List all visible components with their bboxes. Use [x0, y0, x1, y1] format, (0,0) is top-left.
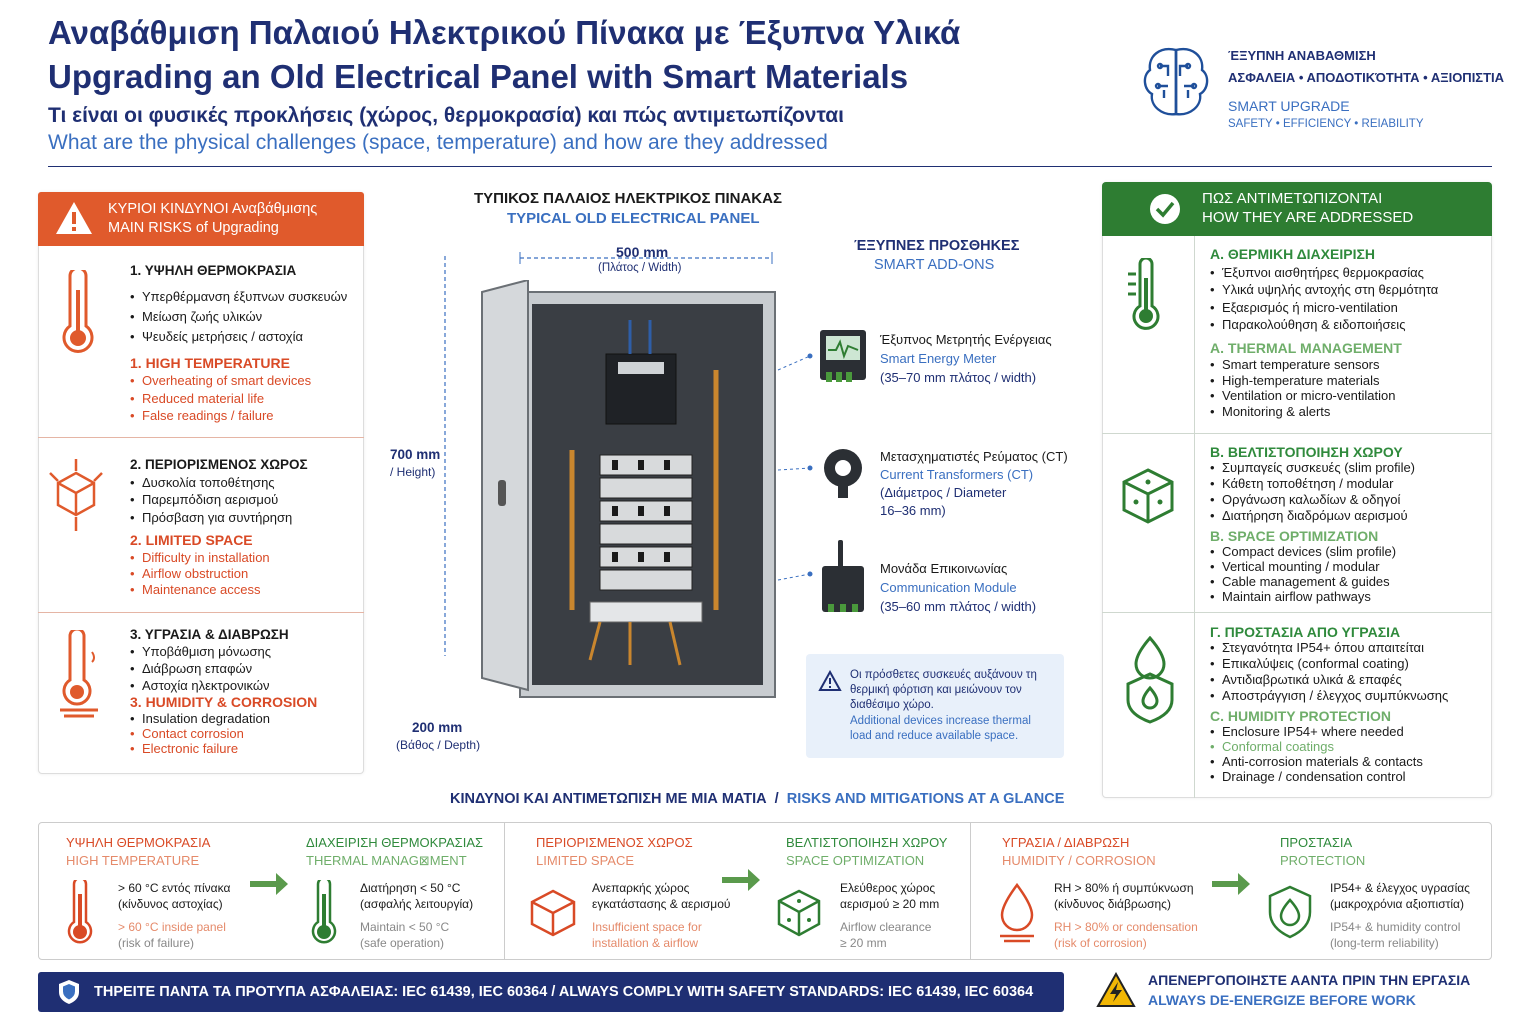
warning-icon — [56, 202, 92, 234]
addons-title-english: SMART ADD-ONS — [874, 257, 995, 273]
glance-thermal-mgmt-text: Διατήρηση < 50 °C(ασφαλής λειτουργία)Mai… — [360, 881, 474, 950]
electrical-panel-drawing — [481, 280, 776, 698]
width-dimension-line — [519, 252, 773, 264]
page-subtitle-english: What are the physical challenges (space,… — [48, 131, 828, 154]
risks-header: ΚΥΡΙΟΙ ΚΙΝΔΥΝΟΙ Αναβάθμισης MAIN RISKS o… — [38, 192, 364, 246]
depth-sub-label: (Βάθος / Depth) — [396, 738, 481, 752]
energy-meter-icon — [820, 330, 866, 382]
risks-title-english: MAIN RISKS of Upgrading — [108, 220, 279, 236]
solutions-title-greek: ΠΩΣ ΑΝΤΙΜΕΤΩΠΙΖΟΝΤΑΙ — [1202, 190, 1383, 207]
safety-standards-text: ΤΗΡΕΙΤΕ ΠΑΝΤΑ ΤΑ ΠΡΟΤΥΠΑ ΑΣΦΑΛΕΙΑΣ: IEC … — [94, 984, 1034, 1000]
logo-line-4: SAFETY • EFFICIENCY • REIABILITY — [1228, 118, 1424, 130]
header-divider — [48, 166, 1492, 167]
width-sub-label: (Πλάτος / Width) — [598, 262, 682, 274]
arrow-right-icon — [1212, 873, 1250, 895]
cube-icon — [530, 889, 576, 937]
solutions-title-english: HOW THEY ARE ADDRESSED — [1202, 209, 1414, 226]
addons-note-greek: Οι πρόσθετες συσκευές αυξάνουν τη θερμικ… — [850, 669, 1037, 711]
risk-limited-space: 2. ΠΕΡΙΟΡΙΣΜΕΝΟΣ ΧΩΡΟΣ Δυσκολία τοποθέτη… — [130, 456, 360, 598]
glance-high-temp-text: > 60 °C εντός πίνακα(κίνδυνος αστοχίας)>… — [118, 881, 231, 950]
depth-label: 200 mm — [412, 720, 463, 735]
page-title-greek: Αναβάθμιση Παλαιού Ηλεκτρικού Πίνακα με … — [48, 14, 961, 51]
solution-humidity: Γ. ΠΡΟΣΤΑΣΙΑ ΑΠΟ ΥΓΡΑΣΙΑ Στεγανότητα IP5… — [1210, 624, 1490, 784]
thermometer-icon — [311, 880, 337, 944]
water-drop-icon — [1000, 882, 1034, 943]
thermometer-icon — [1128, 258, 1160, 330]
addon-current-transformers: Μετασχηματιστές Ρεύματος (CT)Current Tra… — [880, 449, 1068, 518]
panel-title-english: TYPICAL OLD ELECTRICAL PANEL — [507, 210, 760, 227]
addon-pointer-lines — [777, 353, 813, 581]
glance-title: ΚΙΝΔΥΝΟΙ ΚΑΙ ΑΝΤΙΜΕΤΩΠΙΣΗ ΜΕ ΜΙΑ ΜΑΤΙΑ /… — [450, 791, 1065, 807]
water-drop-shield-icon — [1126, 636, 1174, 724]
brain-circuit-icon — [1140, 42, 1212, 130]
caution-icon — [818, 670, 842, 691]
high-voltage-icon — [1096, 972, 1136, 1007]
de-energize-warning-greek: ΑΠΕΝΕΡΓΟΠΟΙΗΣΤΕ ΑΑΝΤΑ ΠΡΙΝ ΤΗΝ ΕΡΓΑΣΙΑ — [1148, 972, 1471, 988]
solutions-header: ΠΩΣ ΑΝΤΙΜΕΤΩΠΙΖΟΝΤΑΙ HOW THEY ARE ADDRES… — [1102, 182, 1492, 236]
solution-space: Β. ΒΕΛΤΙΣΤΟΠΟΙΗΣΗ ΧΩΡΟΥ Συμπαγείς συσκευ… — [1210, 444, 1490, 604]
glance-box — [38, 822, 1492, 960]
shield-icon — [59, 980, 79, 1004]
logo-line-2: ΑΣΦΑΛΕΙΑ • ΑΠΟΔΟΤΙΚΌΤΗΤΑ • ΑΞΙΟΠΙΣΤΙΑ — [1228, 70, 1505, 85]
logo-line-1: ΈΞΥΠΝΗ ΑΝΑΒΑΘΜΙΣΗ — [1228, 48, 1376, 63]
risks-title-greek: ΚΥΡΙΟΙ ΚΙΝΔΥΝΟΙ Αναβάθμισης — [108, 201, 318, 217]
glance-protection-text: IP54+ & έλεγχος υγρασίας(μακροχρόνια αξι… — [1330, 881, 1470, 950]
de-energize-warning-english: ALWAYS DE-ENERGIZE BEFORE WORK — [1148, 992, 1416, 1008]
humidity-thermometer-icon — [60, 630, 98, 718]
risk-high-temp: 1. ΥΨΗΛΗ ΘΕΡΜΟΚΡΑΣΙΑ Υπερθέρμανση έξυπνω… — [130, 262, 360, 425]
page-subtitle-greek: Τι είναι οι φυσικές προκλήσεις (χώρος, θ… — [48, 104, 844, 127]
thermometer-icon — [62, 270, 94, 353]
communication-module-icon — [822, 540, 864, 612]
cube-arrows-icon — [49, 459, 103, 531]
solution-thermal: Α. ΘΕΡΜΙΚΗ ΔΙΑΧΕΙΡΙΣΗ Έξυπνοι αισθητήρες… — [1210, 246, 1490, 419]
thermometer-icon — [67, 880, 93, 944]
height-dimension-line — [444, 256, 446, 656]
arrow-right-icon — [722, 869, 760, 891]
arrow-right-icon — [250, 873, 288, 895]
addons-note-box: Οι πρόσθετες συσκευές αυξάνουν τη θερμικ… — [806, 654, 1064, 758]
safety-standards-banner: ΤΗΡΕΙΤΕ ΠΑΝΤΑ ΤΑ ΠΡΟΤΥΠΑ ΑΣΦΑΛΕΙΑΣ: IEC … — [38, 972, 1064, 1012]
risk-humidity: 3. ΥΓΡΑΣΙΑ & ΔΙΑΒΡΩΣΗ Υποβάθμιση μόνωσης… — [130, 626, 360, 756]
width-label: 500 mm — [616, 244, 669, 260]
cube-icon — [1122, 468, 1174, 524]
panel-title-greek: ΤΥΠΙΚΟΣ ΠΑΛΑΙΟΣ ΗΛΕΚΤΡΙΚΟΣ ΠΙΝΑΚΑΣ — [474, 190, 782, 207]
check-circle-icon — [1150, 194, 1180, 224]
height-sub-label: / Height) — [390, 465, 436, 479]
height-label: 700 mm — [390, 447, 441, 462]
shield-drop-icon — [1268, 885, 1312, 939]
glance-humidity-text: RH > 80% ή συμπύκνωση(κίνδυνος διάβρωσης… — [1054, 881, 1198, 950]
page-title-english: Upgrading an Old Electrical Panel with S… — [48, 58, 909, 95]
logo-line-3: SMART UPGRADE — [1228, 98, 1350, 114]
cube-icon — [777, 889, 821, 937]
addons-note-english: Additional devices increase thermal load… — [850, 715, 1031, 742]
addons-title-greek: ΈΞΥΠΝΕΣ ΠΡΟΣΘΗΚΕΣ — [854, 238, 1020, 254]
current-transformer-icon — [824, 449, 862, 498]
